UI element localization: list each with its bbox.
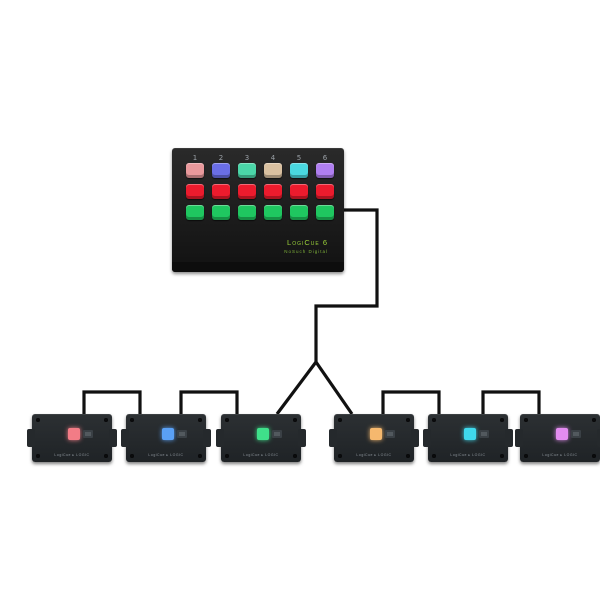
receiver-brand: LogiCue ▸ LOGIC bbox=[243, 453, 279, 457]
standby-key-5[interactable] bbox=[290, 184, 308, 199]
standby-key-2[interactable] bbox=[212, 184, 230, 199]
controller-brand: LogiCue 6 bbox=[287, 238, 328, 247]
go-key-2[interactable] bbox=[212, 205, 230, 220]
channel-key-1[interactable] bbox=[186, 163, 204, 178]
receiver-unit-3: LogiCue ▸ LOGIC bbox=[216, 414, 306, 462]
go-key-6[interactable] bbox=[316, 205, 334, 220]
link-cable-2 bbox=[179, 390, 239, 414]
channel-number-row: 1 2 3 4 5 6 bbox=[186, 154, 334, 162]
channel-number-2: 2 bbox=[218, 154, 224, 162]
go-keys bbox=[186, 205, 334, 220]
channel-color-keys bbox=[186, 163, 334, 178]
go-key-5[interactable] bbox=[290, 205, 308, 220]
link-cable-1 bbox=[82, 390, 142, 414]
receiver-brand: LogiCue ▸ LOGIC bbox=[450, 453, 486, 457]
channel-key-2[interactable] bbox=[212, 163, 230, 178]
receiver-unit-1: LogiCue ▸ LOGIC bbox=[27, 414, 117, 462]
standby-key-6[interactable] bbox=[316, 184, 334, 199]
channel-key-3[interactable] bbox=[238, 163, 256, 178]
channel-number-5: 5 bbox=[296, 154, 302, 162]
channel-number-1: 1 bbox=[192, 154, 198, 162]
go-key-3[interactable] bbox=[238, 205, 256, 220]
logicue-controller: 1 2 3 4 5 6 bbox=[172, 148, 344, 272]
main-cable bbox=[314, 208, 379, 362]
receiver-led-2[interactable] bbox=[162, 428, 174, 440]
standby-keys bbox=[186, 184, 334, 199]
standby-key-1[interactable] bbox=[186, 184, 204, 199]
channel-number-6: 6 bbox=[322, 154, 328, 162]
receiver-led-5[interactable] bbox=[464, 428, 476, 440]
receiver-unit-4: LogiCue ▸ LOGIC bbox=[329, 414, 419, 462]
channel-key-5[interactable] bbox=[290, 163, 308, 178]
receiver-display-1 bbox=[83, 430, 93, 438]
standby-key-4[interactable] bbox=[264, 184, 282, 199]
receiver-brand: LogiCue ▸ LOGIC bbox=[542, 453, 578, 457]
channel-number-3: 3 bbox=[244, 154, 250, 162]
standby-key-3[interactable] bbox=[238, 184, 256, 199]
controller-front-edge bbox=[172, 262, 344, 272]
link-cable-3 bbox=[381, 390, 441, 414]
receiver-led-3[interactable] bbox=[257, 428, 269, 440]
receiver-led-4[interactable] bbox=[370, 428, 382, 440]
go-key-1[interactable] bbox=[186, 205, 204, 220]
receiver-unit-5: LogiCue ▸ LOGIC bbox=[423, 414, 513, 462]
link-cable-4 bbox=[481, 390, 541, 414]
controller-subtitle: NoSuch Digital bbox=[284, 249, 328, 254]
receiver-brand: LogiCue ▸ LOGIC bbox=[356, 453, 392, 457]
receiver-display-3 bbox=[272, 430, 282, 438]
channel-key-6[interactable] bbox=[316, 163, 334, 178]
receiver-brand: LogiCue ▸ LOGIC bbox=[148, 453, 184, 457]
receiver-display-6 bbox=[571, 430, 581, 438]
channel-key-4[interactable] bbox=[264, 163, 282, 178]
receiver-led-6[interactable] bbox=[556, 428, 568, 440]
receiver-display-2 bbox=[177, 430, 187, 438]
receiver-unit-6: LogiCue ▸ LOGIC bbox=[515, 414, 600, 462]
split-cable-left bbox=[275, 361, 318, 415]
channel-number-4: 4 bbox=[270, 154, 276, 162]
receiver-brand: LogiCue ▸ LOGIC bbox=[54, 453, 90, 457]
receiver-display-5 bbox=[479, 430, 489, 438]
receiver-unit-2: LogiCue ▸ LOGIC bbox=[121, 414, 211, 462]
receiver-led-1[interactable] bbox=[68, 428, 80, 440]
receiver-display-4 bbox=[385, 430, 395, 438]
split-cable-right bbox=[314, 361, 354, 415]
go-key-4[interactable] bbox=[264, 205, 282, 220]
